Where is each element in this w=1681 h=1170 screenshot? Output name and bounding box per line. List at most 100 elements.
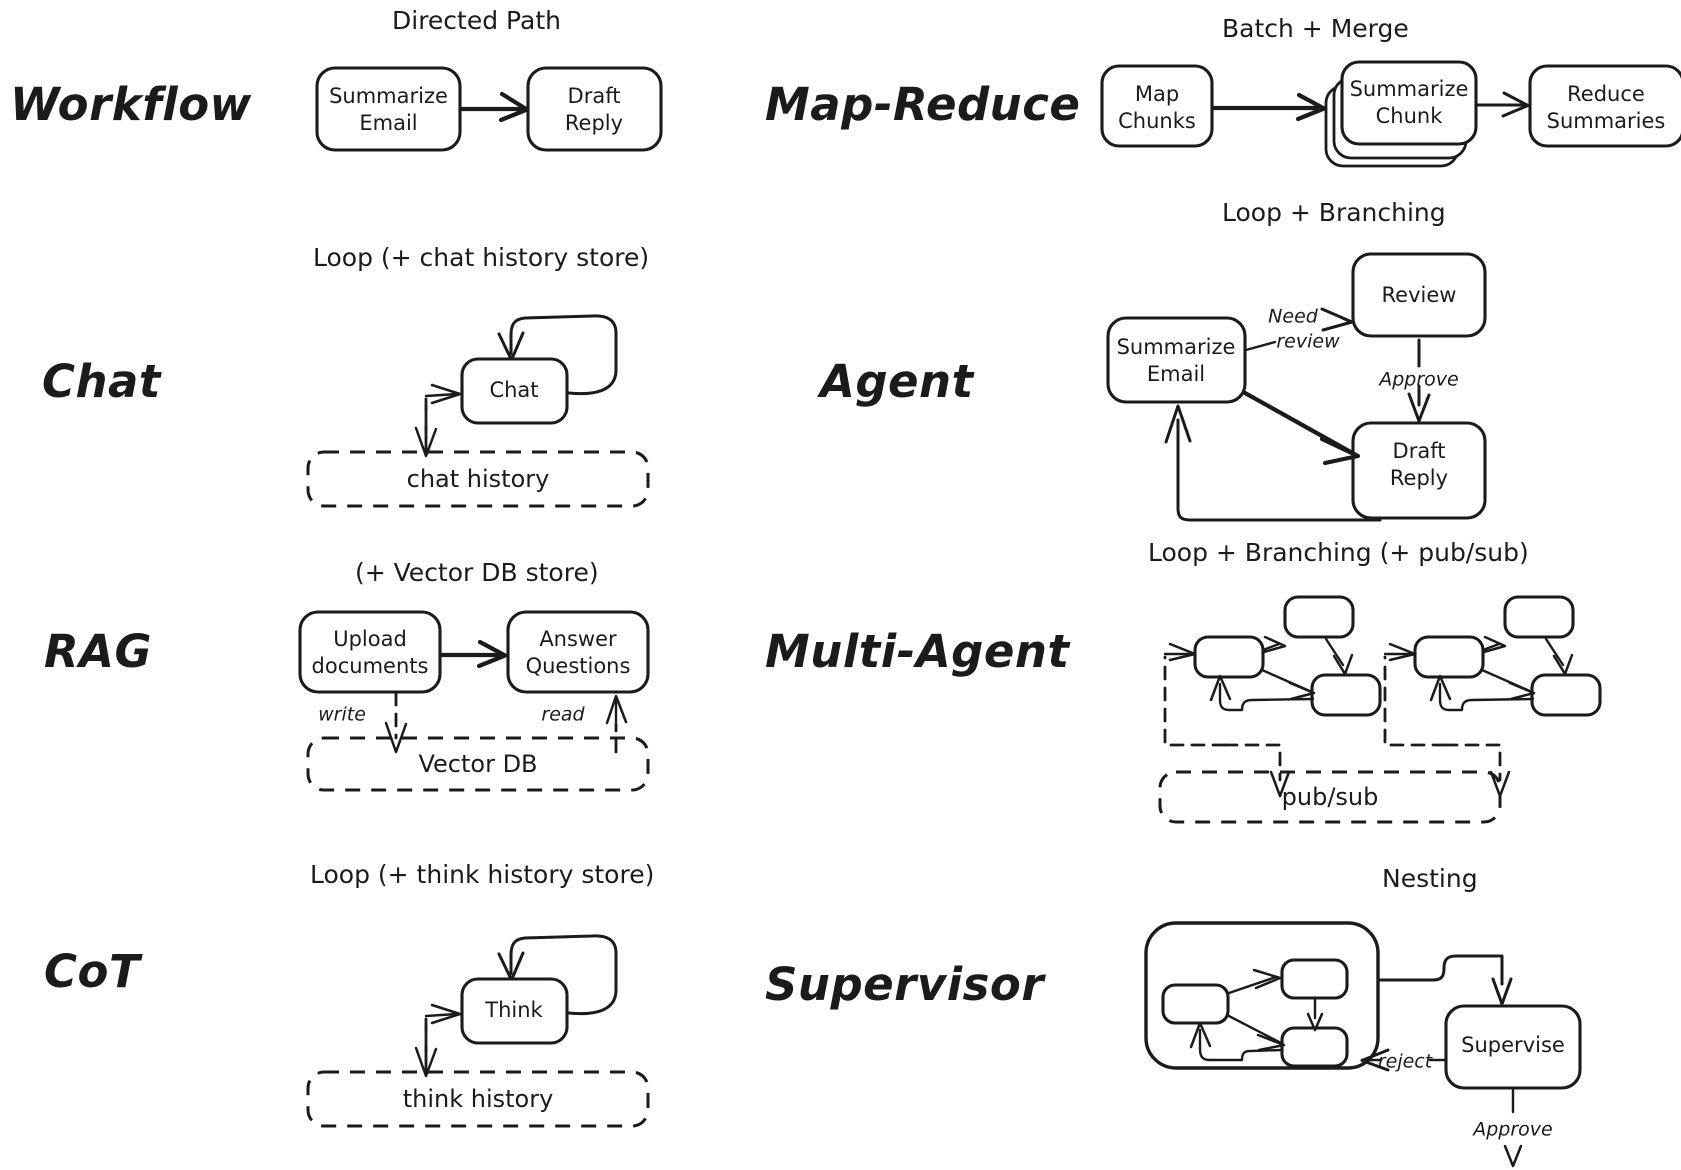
node-review[interactable] (1351, 252, 1487, 338)
arrowhead-icon (1508, 681, 1536, 701)
node-chat[interactable] (460, 357, 569, 425)
node-agent-a1[interactable] (1193, 635, 1265, 679)
row-label-supervisor: Supervisor (765, 958, 1045, 1011)
node-sub-1[interactable] (1161, 983, 1230, 1025)
node-reduce-summaries[interactable] (1528, 64, 1681, 148)
arrowhead-icon (430, 1003, 462, 1025)
node-agent-b1[interactable] (1413, 635, 1485, 679)
node-label: Summaries (1547, 109, 1666, 133)
diagram-cot: Think think history (306, 934, 650, 1128)
node-agent-b3[interactable] (1530, 673, 1602, 717)
node-agent-a3[interactable] (1310, 673, 1382, 717)
pattern-title-loop-think: Loop (+ think history store) (310, 860, 655, 889)
edge-s3-s1-loop (1198, 1028, 1284, 1062)
edge-store-to-think-stub (424, 1012, 459, 1018)
node-label: Email (359, 111, 417, 135)
row-label-agent: Agent (820, 355, 974, 408)
pattern-title-nesting: Nesting (1382, 864, 1478, 893)
edge-label-reject: reject (1378, 1051, 1434, 1073)
node-sub-2[interactable] (1280, 958, 1349, 1000)
row-label-chat: Chat (42, 355, 161, 408)
node-label: Reply (1390, 466, 1448, 490)
arrowhead-icon (1503, 1144, 1523, 1168)
subgraph-nodes (1161, 958, 1349, 1068)
store-label: Vector DB (418, 750, 537, 778)
diagram-workflow: Summarize Email Draft Reply (315, 66, 663, 152)
edge-pubsub-to-b1 (1383, 655, 1447, 747)
arrowhead-icon (1320, 307, 1354, 332)
node-label: Questions (526, 654, 631, 678)
node-label: Summarize (1117, 335, 1236, 359)
edge-label-need-review: review (1276, 331, 1340, 353)
store-think-history[interactable] (306, 1070, 650, 1128)
edge-a1-a2 (1261, 642, 1281, 652)
arrowhead-icon (1407, 392, 1431, 423)
node-label: Supervise (1461, 1033, 1565, 1057)
store-vector-db[interactable] (306, 736, 650, 792)
row-label-cot: CoT (44, 945, 141, 998)
arrowhead-icon (1209, 674, 1232, 702)
store-pubsub[interactable] (1158, 770, 1502, 824)
pattern-title-loop-branching-pubsub: Loop + Branching (+ pub/sub) (1148, 538, 1529, 567)
node-label: Reduce (1567, 82, 1645, 106)
pattern-title-loop-chat: Loop (+ chat history store) (313, 243, 650, 272)
diagram-map-reduce: Map Chunks Summarize Chunk Reduce Summar… (1100, 60, 1681, 168)
pattern-title-vector-db-store: (+ Vector DB store) (355, 558, 599, 587)
node-label: Review (1382, 283, 1457, 307)
node-draft-reply[interactable] (1351, 421, 1487, 520)
arrowhead-icon (384, 721, 408, 754)
arrowhead-icon (1189, 1021, 1212, 1049)
row-label-workflow: Workflow (10, 78, 252, 131)
node-answer-questions[interactable] (506, 610, 650, 694)
node-label: Map (1135, 82, 1179, 106)
arrowhead-icon (1319, 436, 1361, 466)
arrowhead-icon (1501, 91, 1530, 118)
node-label: Chunks (1118, 109, 1196, 133)
arrowhead-icon (1482, 635, 1507, 654)
store-label: think history (403, 1085, 554, 1113)
node-summarize-chunk[interactable] (1340, 60, 1478, 146)
arrowhead-icon (1288, 681, 1316, 701)
arrowhead-icon (498, 91, 530, 123)
agent-cluster-b (1383, 595, 1602, 798)
arrowhead-icon (1491, 977, 1513, 1006)
node-upload-documents[interactable] (298, 610, 442, 694)
arrowhead-icon (1252, 968, 1282, 990)
arrowhead-icon (1388, 642, 1417, 662)
row-label-map-reduce: Map-Reduce (765, 78, 1081, 131)
arrowhead-icon (414, 1046, 438, 1078)
node-summarize-email[interactable] (315, 66, 462, 152)
arrowhead-icon (1295, 92, 1327, 122)
edge-a3-a1-loop (1218, 682, 1315, 712)
node-sub-3[interactable] (1280, 1026, 1349, 1068)
arrowhead-icon (1360, 1048, 1390, 1072)
subgraph-container[interactable] (1144, 921, 1380, 1070)
arrowhead-icon (414, 426, 438, 458)
node-label: documents (312, 654, 429, 678)
arrowhead-icon (1168, 642, 1197, 662)
edge-b2-b3 (1544, 637, 1565, 667)
edge-draft-to-summarize-loop (1176, 418, 1382, 522)
store-label: chat history (407, 465, 550, 493)
node-draft-reply[interactable] (526, 66, 663, 152)
node-think[interactable] (460, 977, 569, 1045)
node-agent-a2[interactable] (1283, 595, 1355, 639)
edge-a2-a3 (1324, 637, 1345, 667)
node-label: Answer (539, 627, 617, 651)
arrowhead-icon (1269, 770, 1291, 798)
node-summarize-email[interactable] (1106, 316, 1247, 404)
arrowhead-icon (1306, 1012, 1324, 1032)
node-label: Draft (568, 84, 621, 108)
diagram-agent: Summarize Email Review Draft Reply Need … (1106, 252, 1487, 522)
node-agent-b2[interactable] (1503, 595, 1575, 639)
arrowhead-icon (430, 383, 462, 405)
node-map-chunks[interactable] (1100, 64, 1214, 148)
arrowhead-icon (1262, 635, 1287, 654)
node-label: Draft (1393, 439, 1446, 463)
node-label: Email (1147, 362, 1205, 386)
diagram-chat: Chat chat history (306, 314, 650, 508)
store-chat-history[interactable] (306, 450, 650, 508)
diagram-supervisor: Supervise reject Approve (1144, 921, 1582, 1168)
node-label: Think (484, 998, 543, 1022)
